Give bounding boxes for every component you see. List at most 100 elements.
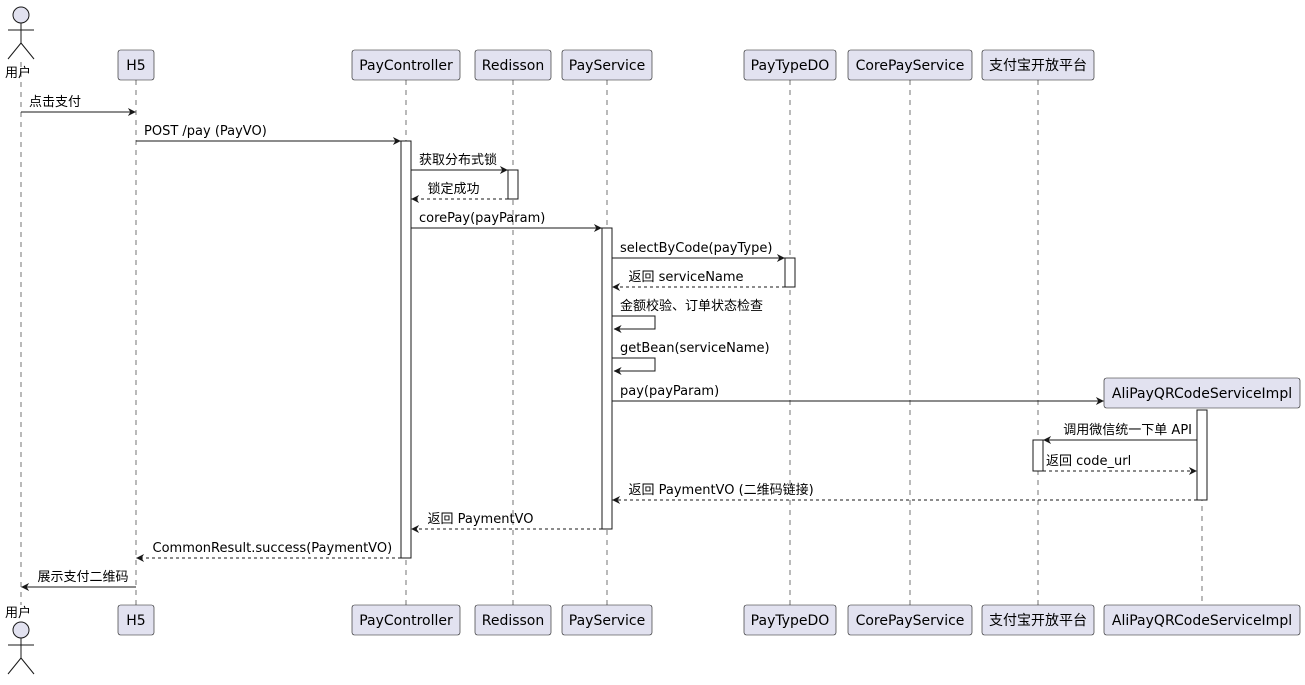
message-3: 获取分布式锁 — [411, 152, 508, 174]
actor-head-icon — [12, 6, 30, 24]
actor-user-bottom: 用户 — [5, 605, 35, 675]
participant-redisson: Redisson — [474, 49, 552, 81]
participant-box — [743, 49, 837, 81]
participant-payService: PayService — [561, 604, 653, 636]
activation-bar-redisson — [507, 169, 519, 200]
activation-bar-payTypeDO — [784, 257, 796, 288]
message-16: 展示支付二维码 — [21, 570, 136, 591]
participant-box — [351, 604, 461, 636]
participant-redisson: Redisson — [474, 604, 552, 636]
actor-leg-icon — [20, 657, 35, 675]
message-7: 返回 serviceName — [612, 270, 785, 291]
participant-payTypeDO: PayTypeDO — [743, 604, 837, 636]
message-13: 返回 PaymentVO (二维码链接) — [612, 482, 1197, 504]
participant-box — [561, 49, 653, 81]
message-label: 返回 serviceName — [629, 270, 744, 285]
message-label: 展示支付二维码 — [38, 570, 129, 585]
actor-head-icon — [12, 621, 30, 639]
message-6: selectByCode(payType) — [612, 241, 785, 262]
message-5: corePay(payParam) — [411, 211, 602, 232]
participant-h5: H5 — [117, 604, 155, 636]
participant-box — [847, 604, 973, 636]
participant-label: PayController — [359, 58, 453, 74]
participant-payService: PayService — [561, 49, 653, 81]
message-label: pay(payParam) — [620, 384, 719, 399]
self-call-arrow — [612, 315, 656, 333]
participant-aliImpl: AliPayQRCodeServiceImpl — [1103, 604, 1301, 636]
participant-alipay: 支付宝开放平台 — [981, 49, 1095, 81]
participant-label: AliPayQRCodeServiceImpl — [1112, 613, 1292, 629]
participant-payController: PayController — [351, 49, 461, 81]
message-label: selectByCode(payType) — [620, 241, 772, 256]
actor-user-top: 用户 — [5, 6, 35, 81]
message-label: 返回 PaymentVO (二维码链接) — [629, 482, 814, 498]
message-label: 锁定成功 — [428, 181, 480, 197]
participant-h5: H5 — [117, 49, 155, 81]
message-label: 调用微信统一下单 API — [1063, 423, 1192, 438]
message-label: 获取分布式锁 — [419, 152, 497, 168]
participant-box — [1103, 377, 1301, 409]
message-9: getBean(serviceName) — [612, 341, 770, 375]
participant-label: PayTypeDO — [751, 58, 830, 74]
actor-label: 用户 — [5, 605, 31, 621]
participant-label: Redisson — [482, 58, 545, 74]
participant-label: CorePayService — [856, 613, 965, 629]
message-label: POST /pay (PayVO) — [144, 124, 267, 139]
participant-box — [981, 49, 1095, 81]
message-12: 返回 code_url — [1043, 454, 1197, 475]
message-8: 金额校验、订单状态检查 — [612, 298, 763, 333]
participant-box — [117, 604, 155, 636]
participant-alipay: 支付宝开放平台 — [981, 604, 1095, 636]
participant-box — [351, 49, 461, 81]
message-10: pay(payParam) — [612, 384, 1104, 405]
participant-label: CorePayService — [856, 58, 965, 74]
actor-leg-icon — [20, 42, 35, 60]
participant-aliImpl: AliPayQRCodeServiceImpl — [1103, 377, 1301, 409]
participant-label: 支付宝开放平台 — [989, 613, 1087, 629]
activation-bar-payController — [400, 140, 412, 559]
participant-label: Redisson — [482, 613, 545, 629]
participant-label: H5 — [126, 58, 145, 74]
participant-box — [981, 604, 1095, 636]
participant-label: PayService — [569, 613, 645, 629]
message-label: 点击支付 — [29, 95, 81, 110]
participant-label: PayService — [569, 58, 645, 74]
participant-corePayService: CorePayService — [847, 604, 973, 636]
message-label: getBean(serviceName) — [620, 341, 770, 356]
message-label: 金额校验、订单状态检查 — [620, 298, 763, 314]
participant-box — [847, 49, 973, 81]
activation-bar-aliImpl — [1196, 409, 1208, 501]
message-11: 调用微信统一下单 API — [1043, 423, 1197, 444]
participant-box — [474, 604, 552, 636]
participant-label: H5 — [126, 613, 145, 629]
participant-payController: PayController — [351, 604, 461, 636]
actor-leg-icon — [7, 42, 22, 60]
participant-box — [117, 49, 155, 81]
self-call-arrow — [612, 357, 656, 375]
message-4: 锁定成功 — [411, 181, 508, 203]
participant-label: PayController — [359, 613, 453, 629]
participant-box — [743, 604, 837, 636]
participant-label: PayTypeDO — [751, 613, 830, 629]
participant-box — [1103, 604, 1301, 636]
message-label: 返回 code_url — [1046, 454, 1131, 469]
message-1: 点击支付 — [21, 95, 136, 116]
activation-bar-alipay — [1032, 439, 1044, 472]
message-label: 返回 PaymentVO — [428, 512, 534, 527]
participant-payTypeDO: PayTypeDO — [743, 49, 837, 81]
message-2: POST /pay (PayVO) — [136, 124, 401, 145]
watermark-text: 掘金技术社区 @ 冯仙笙 — [1048, 640, 1282, 665]
actor-leg-icon — [7, 657, 22, 675]
message-label: corePay(payParam) — [419, 211, 545, 226]
actor-label: 用户 — [5, 65, 31, 81]
participant-box — [561, 604, 653, 636]
participant-label: AliPayQRCodeServiceImpl — [1112, 386, 1292, 402]
message-14: 返回 PaymentVO — [411, 512, 602, 533]
participant-label: 支付宝开放平台 — [989, 58, 1087, 74]
participant-corePayService: CorePayService — [847, 49, 973, 81]
activation-bar-payService — [601, 227, 613, 530]
message-15: CommonResult.success(PaymentVO) — [136, 541, 401, 562]
participant-box — [474, 49, 552, 81]
message-label: CommonResult.success(PaymentVO) — [153, 541, 393, 556]
